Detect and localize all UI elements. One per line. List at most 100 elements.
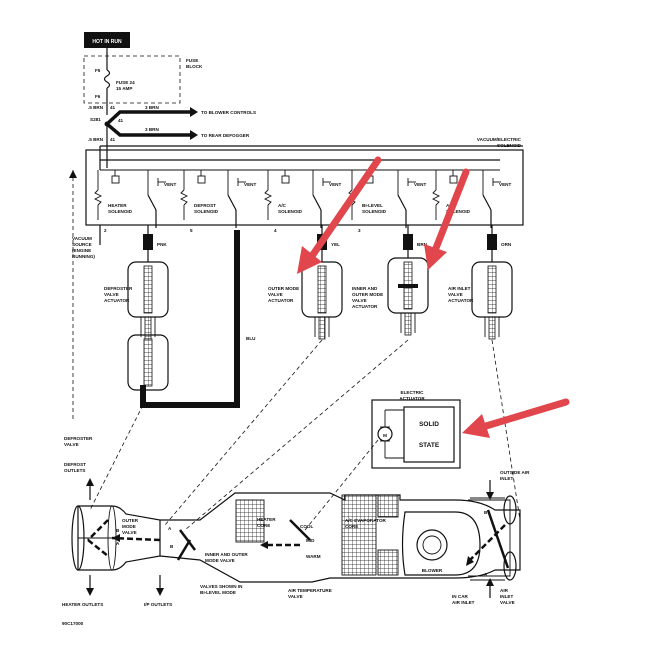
wire-label-4: .5 BRN [88,137,104,142]
electric-actuator-label-1: ELECTRIC [401,390,425,395]
vent-label-1: VENT [164,182,176,187]
to-blower-label: TO BLOWER CONTROLS [201,110,256,115]
hose-label-pnk: PNK [157,242,167,247]
solenoid-label-4-line: BI-LEVEL [362,203,383,208]
linkages [89,339,521,531]
solenoid-label-1-line: HEATER [108,203,127,208]
pin-label-2-line: 5 [190,228,193,233]
fuse-rating-1: FUSE 24 [116,80,135,85]
solid-state-module [403,406,455,463]
hot-in-run-box [84,32,130,48]
hose-label-orn-line: ORN [501,242,512,247]
hose-label-brn: BRN [417,242,428,247]
solenoid-label-1-line: SOLENOID [108,209,133,214]
inner-outer-valve-text-line: MODE VALVE [205,558,235,563]
actuator-label-defroster-line: DEFROSTER [104,286,133,291]
pin-label-3-line: 4 [274,228,277,233]
blu-hose: BLU [140,230,256,408]
outer-mode-valve-text-line: VALVE [122,530,137,535]
state-label: STATE [419,442,440,449]
motor-label: M [383,433,387,438]
pin-label-2: 5 [190,228,193,233]
vent-label-5-line: VENT [499,182,511,187]
inlet-flap [486,509,510,569]
wire-label-3: 3 BRN [145,127,159,132]
hose-label-yel-line: YEL [331,242,340,247]
fuse-rating-2: 15 AMP [116,86,132,91]
defroster-valve-text: DEFROSTER [64,436,93,441]
pos-b-left: B [116,528,120,533]
solenoid-label-2-line: DEFROST [194,203,216,208]
vent-label-3: VENT [329,182,341,187]
vent-label-1-line: VENT [164,182,176,187]
valves-shown-text: VALVES SHOWN IN [200,584,243,589]
pos-b-mid: B [170,544,174,549]
ip-outlets-label: I/P OUTLETS [144,602,172,607]
figure-id: 90C17000 [62,621,84,626]
mid-label: MID [306,538,315,543]
actuator-label-air-inlet-line: VALVE [448,292,463,297]
air-inlet-valve-text-line: VALVE [500,600,515,605]
actuator-label-inner-outer-line: INNER AND [352,286,378,291]
fuse-block-text-line: BLOCK [186,64,203,69]
solid-label: SOLID [419,421,439,428]
in-car-air-text: IN CAR [452,594,469,599]
hot-in-run-label: HOT IN RUN [92,39,122,45]
coil-icon [93,189,103,206]
electric-actuator-label-2: ACTUATOR [399,396,425,401]
pos-b-right: B [484,510,488,515]
heater-core-text: HEATER [257,517,276,522]
vent-label-4: VENT [414,182,426,187]
coil-icon [263,189,273,206]
air-temp-valve-text-line: VALVE [288,594,303,599]
actuator-label-outer-mode-line: VALVE [268,292,283,297]
air-inlet-linkage [491,339,521,521]
hose-label-brn-line: BRN [417,242,428,247]
pos-a-right: A [484,572,488,577]
outer-mode-valve-text-line: MODE [122,524,136,529]
blu-label: BLU [246,336,256,341]
callout-arrow-inner-outer [424,168,470,270]
pos-a-mid: A [168,526,172,531]
solenoid-label-3-line: A/C [278,203,287,208]
fuse-out-label: F6 [95,94,101,99]
fuse-block-text: FUSE [186,58,198,63]
actuator-label-inner-outer-line: VALVE [352,298,367,303]
ac-evaporator-text-line: CORE [345,524,358,529]
solenoid-title-2: SOLENOID [497,143,522,148]
solenoid-label-2-line: SOLENOID [194,209,219,214]
circuit-label-1: 41 [110,105,116,110]
air-inlet-valve-text-line: INLET [500,594,513,599]
solenoid-enclosure [85,149,524,226]
air-distribution-duct [71,478,521,598]
callout-arrow-solid-state [462,398,570,438]
actuator-label-air-inlet-line: AIR INLET [448,286,471,291]
valves-shown-text-line: BI-LEVEL MODE [200,590,236,595]
pos-a-left: A [116,541,120,546]
solenoid-label-5-line: SOLENOID [446,209,471,214]
pin-label-3: 4 [274,228,277,233]
blower-label: BLOWER [422,568,443,573]
pin-label-1: 2 [104,228,107,233]
to-rear-defogger-label: TO REAR DEFOGGER [201,133,250,138]
outer-mode-linkage [164,339,323,526]
